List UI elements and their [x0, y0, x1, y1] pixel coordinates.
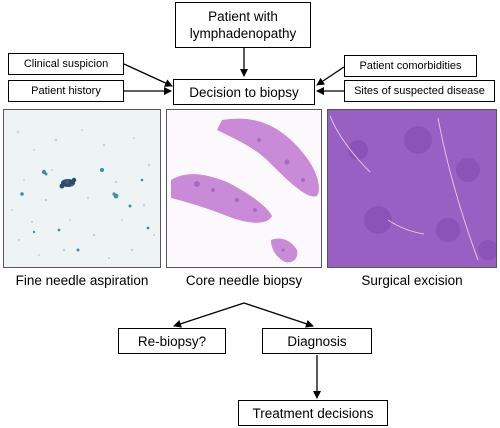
surgical-excision-image [327, 109, 497, 268]
clinical-suspicion-box: Clinical suspicion [8, 53, 124, 75]
excision-cleft-3 [387, 219, 425, 235]
excision-cleft-2 [437, 117, 479, 261]
surgical-caption: Surgical excision [361, 273, 463, 288]
clinical-suspicion-label: Clinical suspicion [23, 57, 109, 70]
rebiopsy-box: Re-biopsy? [118, 328, 226, 354]
arrow-core-to-diagnosis [243, 302, 314, 328]
arrow-core-to-rebiopsy [173, 302, 245, 328]
core-biopsy-image [166, 109, 322, 268]
patient-box: Patient with lymphadenopathy [175, 2, 311, 48]
fna-caption: Fine needle aspiration [15, 273, 149, 288]
sites-box: Sites of suspected disease [344, 80, 495, 102]
core-tissue-strip-upper [217, 118, 319, 197]
decision-box: Decision to biopsy [173, 79, 315, 105]
surgical-excision-section [328, 110, 496, 267]
rebiopsy-label: Re-biopsy? [137, 333, 207, 349]
treatment-box: Treatment decisions [238, 400, 388, 426]
patient-history-label: Patient history [31, 84, 101, 97]
excision-cleft-1 [329, 115, 371, 173]
arrow-suspicion-to-decision [123, 63, 173, 87]
patient-label: Patient with lymphadenopathy [189, 9, 297, 41]
diagnosis-label: Diagnosis [287, 333, 347, 349]
decision-label: Decision to biopsy [189, 84, 299, 100]
patient-history-box: Patient history [8, 80, 124, 102]
comorbidities-box: Patient comorbidities [344, 55, 477, 77]
core-biopsy-slide [167, 110, 321, 267]
fna-cytology-smear [4, 110, 160, 267]
comorbidities-label: Patient comorbidities [359, 59, 462, 72]
diagnosis-box: Diagnosis [262, 328, 372, 354]
sites-label: Sites of suspected disease [354, 84, 485, 97]
core-caption: Core needle biopsy [185, 273, 303, 288]
treatment-label: Treatment decisions [252, 405, 374, 421]
fna-image [3, 109, 161, 268]
arrow-comorbidities-to-decision [316, 66, 345, 86]
